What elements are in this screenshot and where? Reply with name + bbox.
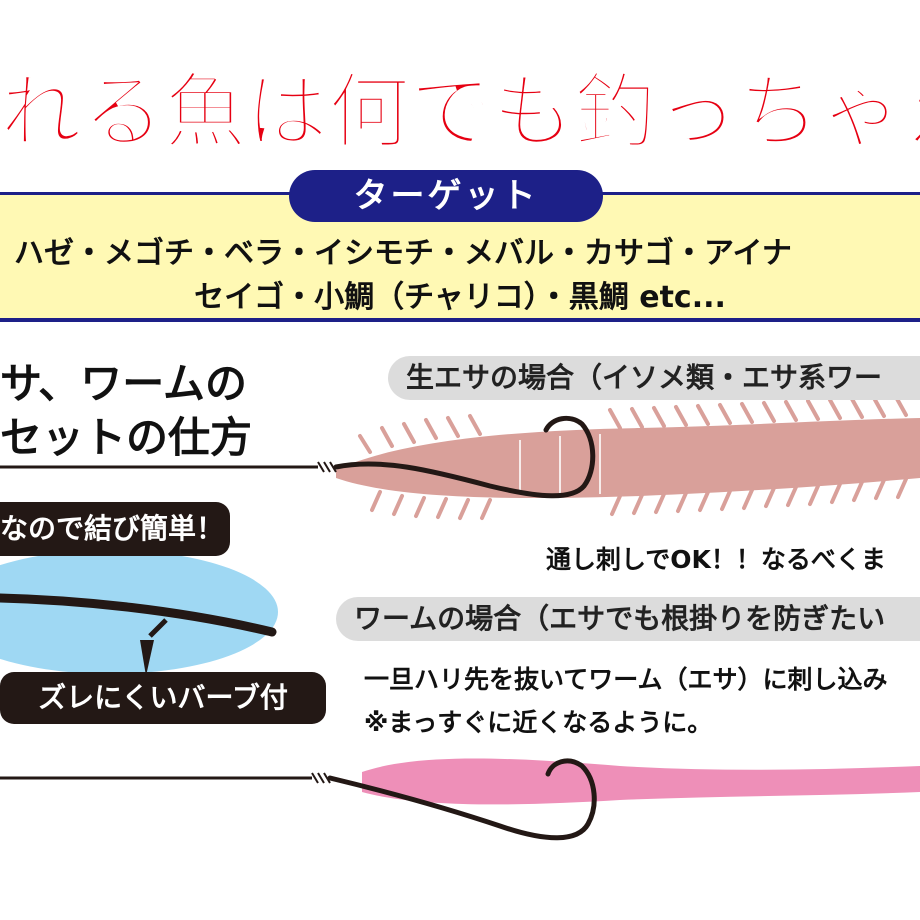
hook-bottom: [327, 758, 597, 841]
target-species-line-1: ハゼ・メゴチ・ベラ・イシモチ・メバル・カサゴ・アイナ: [14, 236, 792, 271]
knot-bottom: [311, 772, 331, 784]
barb-label: ズレにくいバーブ付: [0, 672, 326, 724]
target-label: ターゲット: [289, 170, 603, 222]
live-bait-case-label: 生エサの場合（イソメ類・エサ系ワー: [388, 356, 920, 400]
hook-top: [333, 415, 596, 499]
barb-closeup: [148, 618, 168, 638]
closeup-pointer: [140, 640, 154, 676]
knot-top: [317, 461, 337, 473]
live-bait-note: 通し刺しでOK！！なるべくま: [546, 545, 886, 574]
headline: れる魚は何でも釣っちゃえ: [0, 64, 920, 161]
section-title-line-1: サ、ワームの: [0, 359, 247, 408]
soft-plastic-worm: [362, 758, 920, 805]
worm-case-label: ワームの場合（エサでも根掛りを防ぎたい: [336, 597, 920, 641]
target-species-line-2: セイゴ・小鯛（チャリコ）・黒鯛 etc...: [194, 280, 726, 315]
easy-tie-label: なので結び簡単！: [0, 502, 230, 556]
hook-shank-closeup: [0, 593, 277, 637]
worm-note-line-2: ※まっすぐに近くなるように。: [364, 708, 713, 737]
section-title-line-2: セットの仕方: [0, 413, 253, 462]
worm-note-line-1: 一旦ハリ先を抜いてワーム（エサ）に刺し込み: [364, 665, 888, 694]
live-bait-worm: [336, 395, 920, 520]
